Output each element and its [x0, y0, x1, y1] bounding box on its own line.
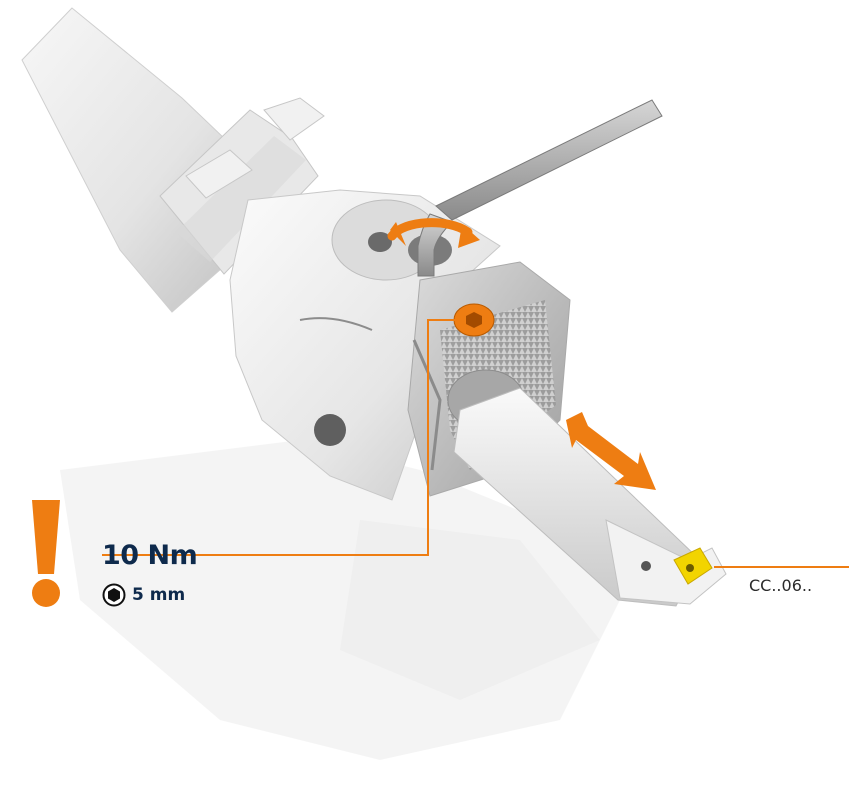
adjust-double-arrow-icon [566, 412, 656, 490]
key-size-row: 5 mm [102, 583, 185, 607]
torque-value: 10 Nm [102, 540, 198, 571]
insert-code-label: CC..06.. [749, 576, 813, 595]
hex-key [417, 99, 663, 277]
clamp-screw-icon [453, 303, 495, 337]
reflection [60, 440, 640, 760]
boring-bar [453, 387, 727, 607]
taper-shank [21, 7, 325, 313]
key-size: 5 mm [132, 585, 186, 605]
callout-lines [102, 319, 849, 568]
exclamation-icon [32, 500, 60, 607]
rotation-arrow-icon [387, 218, 480, 248]
hex-key-icon [102, 583, 126, 607]
